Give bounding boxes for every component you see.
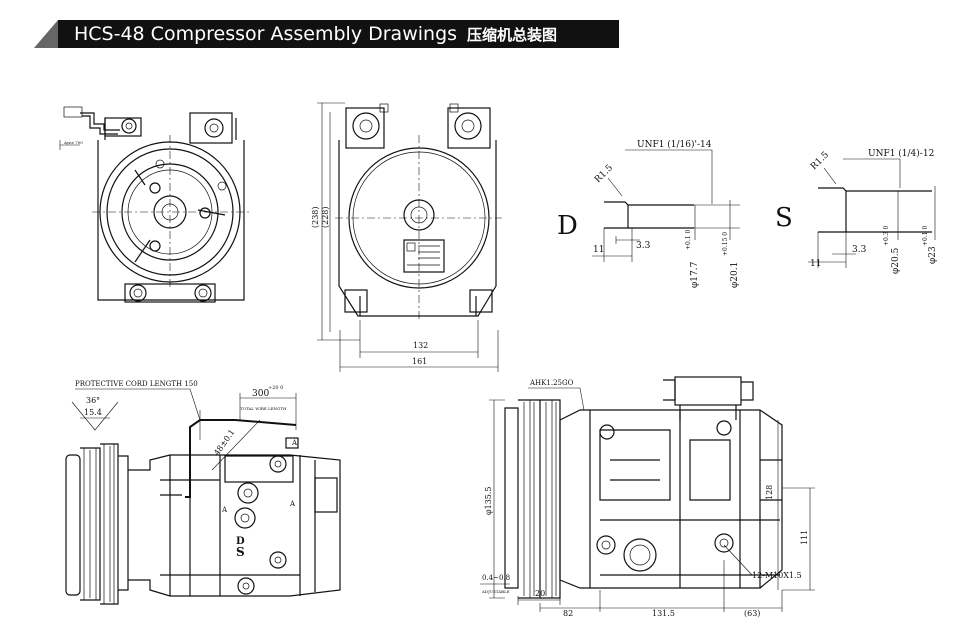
fitting-s-11: 11 bbox=[810, 259, 821, 269]
tol-300: +20 0 bbox=[268, 385, 283, 391]
dim-dia-135: φ135.5 bbox=[484, 486, 493, 515]
fitting-d-detail: D UNF1 (1/16)'-14 R1.5 11 3.3 φ17.7 +0.1… bbox=[557, 139, 740, 288]
dim-128: 128 bbox=[765, 485, 774, 500]
gap-adjustable: ADJUSTABLE bbox=[481, 589, 510, 594]
gap-0-4-0-8: 0.4~0.8 bbox=[482, 574, 510, 582]
total-wire-label: TOTAL WIRE LENGTH bbox=[240, 406, 287, 411]
fitting-d-11: 11 bbox=[593, 245, 604, 255]
mark-a-1: A bbox=[291, 439, 298, 447]
fitting-d-dia-20-1: φ20.1 bbox=[730, 262, 740, 288]
fitting-d-radius: R1.5 bbox=[593, 163, 615, 185]
side-dim-228: (228) bbox=[321, 206, 330, 228]
dim-15-4: 15.4 bbox=[84, 408, 102, 417]
fitting-s-thread: UNF1 (1/4)-12 bbox=[868, 148, 934, 159]
fitting-s-3-3: 3.3 bbox=[852, 245, 867, 255]
angle-36: 36° bbox=[86, 396, 100, 405]
banner-triangle bbox=[34, 20, 58, 48]
dim-82: 82 bbox=[563, 609, 573, 618]
fitting-s-radius: R1.5 bbox=[809, 150, 831, 172]
fitting-d-thread: UNF1 (1/16)'-14 bbox=[637, 139, 712, 150]
fitting-d-letter: D bbox=[557, 211, 578, 241]
dim-300: 300 bbox=[252, 389, 269, 399]
dim-111: 111 bbox=[800, 530, 809, 545]
title-english: HCS-48 Compressor Assembly Drawings bbox=[74, 23, 458, 45]
title-banner: HCS-48 Compressor Assembly Drawings 压缩机总装… bbox=[34, 20, 619, 48]
bottom-left-view: PROTECTIVE CORD LENGTH 150 36° 15.4 300 … bbox=[65, 380, 341, 605]
fitting-d-tol-20-1: +0.15 0 bbox=[722, 232, 729, 256]
side-view: (238) (228) 132 161 bbox=[311, 102, 502, 372]
dim-48: 48±0.1 bbox=[212, 428, 236, 457]
fitting-s-tol-23: +0.1 0 bbox=[922, 226, 929, 246]
front-view: Ayne 700 bbox=[59, 106, 250, 303]
front-small-label: Ayne 700 bbox=[63, 140, 83, 145]
side-dim-238: (238) bbox=[311, 206, 320, 228]
mark-a-2: A bbox=[221, 506, 228, 514]
page-title: HCS-48 Compressor Assembly Drawings 压缩机总装… bbox=[74, 22, 557, 47]
dim-20: 20 bbox=[535, 589, 545, 598]
belt-spec: AHK1.25GO bbox=[529, 379, 574, 387]
fitting-s-tol-20-5: +0.3 0 bbox=[883, 226, 890, 246]
fitting-s-dia-23: φ23 bbox=[928, 246, 938, 264]
bottom-right-view: AHK1.25GO φ135.5 0.4~0.8 ADJUSTABLE 20 bbox=[480, 376, 815, 618]
mark-s: S bbox=[236, 545, 245, 559]
mark-d: D bbox=[236, 536, 245, 547]
fitting-s-detail: S UNF1 (1/4)-12 R1.5 11 3.3 φ20.5 +0.3 0… bbox=[775, 148, 938, 274]
cord-length-label: PROTECTIVE CORD LENGTH 150 bbox=[75, 380, 198, 388]
dim-63: (63) bbox=[744, 609, 760, 618]
fitting-s-letter: S bbox=[775, 203, 793, 233]
fitting-d-3-3: 3.3 bbox=[636, 241, 651, 251]
side-dim-161: 161 bbox=[412, 357, 427, 366]
thread-12-m10: 12-M10X1.5 bbox=[752, 571, 802, 580]
fitting-d-dia-17-7: φ17.7 bbox=[690, 261, 700, 288]
fitting-s-dia-20-5: φ20.5 bbox=[891, 247, 901, 274]
mark-a-3: A bbox=[289, 500, 296, 508]
title-chinese: 压缩机总装图 bbox=[467, 26, 558, 44]
dim-131-5: 131.5 bbox=[652, 609, 675, 618]
banner-bar bbox=[58, 20, 619, 48]
side-dim-132: 132 bbox=[413, 341, 428, 350]
fitting-d-tol-17-7: +0.1 0 bbox=[685, 230, 692, 250]
